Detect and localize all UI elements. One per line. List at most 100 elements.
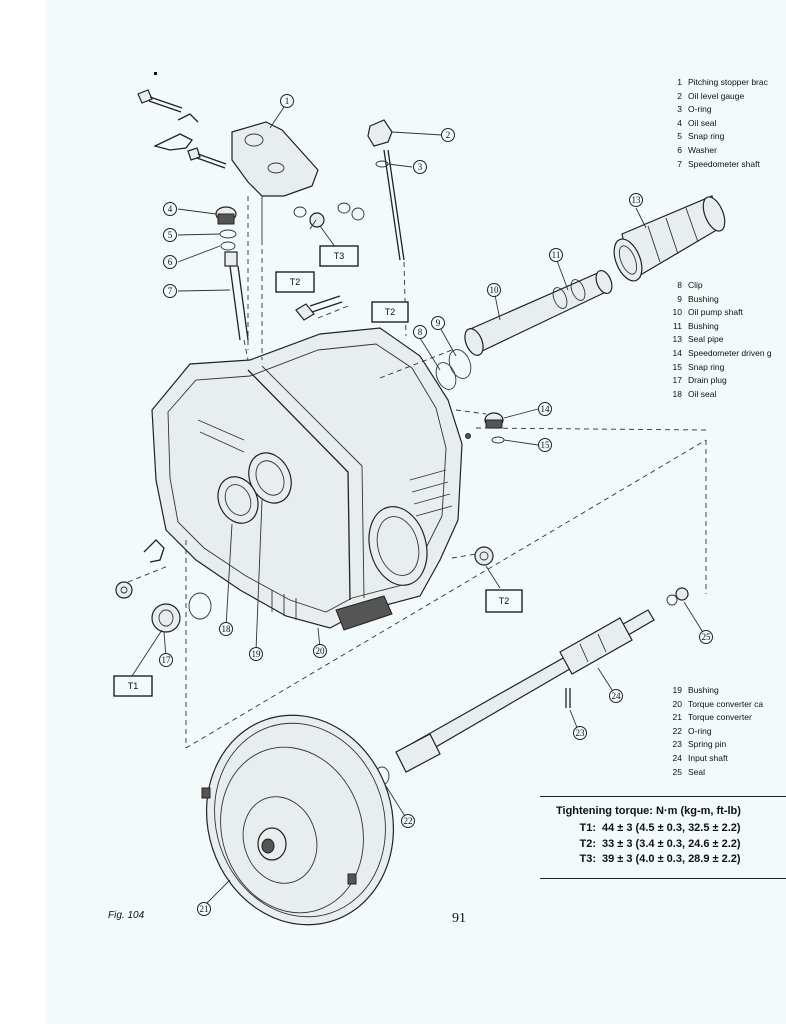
svg-text:13: 13 <box>632 195 642 205</box>
svg-text:23: 23 <box>576 728 586 738</box>
callout-8: 8 <box>413 325 427 339</box>
callout-7: 7 <box>163 284 177 298</box>
svg-text:7: 7 <box>168 286 173 296</box>
svg-text:4: 4 <box>168 204 173 214</box>
page-margin-strip <box>0 0 46 1024</box>
svg-text:14: 14 <box>541 404 551 414</box>
callout-19: 19 <box>249 647 263 661</box>
callout-14: 14 <box>538 402 552 416</box>
assembly-guide-lines <box>127 196 707 749</box>
callout-5: 5 <box>163 228 177 242</box>
oil-pump-shaft <box>464 269 613 356</box>
torque-box-t2-right: T2 <box>485 589 523 613</box>
callout-25: 25 <box>699 630 713 644</box>
callout-9: 9 <box>431 316 445 330</box>
svg-text:17: 17 <box>162 655 172 665</box>
oil-level-gauge <box>367 119 405 261</box>
torque-box-t2-upper-left: T2 <box>275 271 315 293</box>
svg-text:8: 8 <box>418 327 423 337</box>
callout-6: 6 <box>163 255 177 269</box>
callout-13: 13 <box>629 193 643 207</box>
svg-text:6: 6 <box>168 257 173 267</box>
seal-pipe <box>613 195 726 282</box>
callout-18: 18 <box>219 622 233 636</box>
svg-text:5: 5 <box>168 230 173 240</box>
torque-box-t2-upper-right: T2 <box>371 301 409 323</box>
callout-23: 23 <box>573 726 587 740</box>
svg-text:T3: T3 <box>334 251 345 261</box>
callout-1: 1 <box>280 94 294 108</box>
callout-2: 2 <box>441 128 455 142</box>
callout-3: 3 <box>413 160 427 174</box>
callout-22: 22 <box>401 814 415 828</box>
torque-row-t3: T3:39 ± 3 (4.0 ± 0.3, 28.9 ± 2.2) <box>579 853 741 865</box>
torque-table-title: Tightening torque: N·m (kg-m, ft-lb) <box>556 805 741 817</box>
svg-text:T2: T2 <box>290 277 301 287</box>
svg-text:3: 3 <box>418 162 423 172</box>
svg-text:19: 19 <box>252 649 262 659</box>
torque-row-t1: T1:44 ± 3 (4.5 ± 0.3, 32.5 ± 2.2) <box>579 822 741 834</box>
svg-text:T1: T1 <box>128 681 139 691</box>
drain-plug-parts <box>115 539 212 633</box>
svg-text:18: 18 <box>222 624 232 634</box>
bracket-bolt-lower <box>187 147 227 169</box>
torque-box-t3: T3 <box>319 245 359 267</box>
torque-converter <box>201 714 395 926</box>
speedometer-shaft-stack <box>215 206 249 361</box>
speedometer-driven-gear <box>465 412 505 444</box>
svg-text:20: 20 <box>316 646 326 656</box>
svg-text:9: 9 <box>436 318 441 328</box>
svg-text:1: 1 <box>285 96 290 106</box>
t2-bolt-left <box>295 295 343 321</box>
bracket-clip <box>153 113 199 151</box>
svg-text:15: 15 <box>541 440 551 450</box>
clip-and-bushing <box>435 349 472 390</box>
svg-text:24: 24 <box>612 691 622 701</box>
bracket-bolt-top <box>137 89 183 113</box>
callout-10: 10 <box>487 283 501 297</box>
svg-text:2: 2 <box>446 130 451 140</box>
svg-text:25: 25 <box>702 632 712 642</box>
svg-text:22: 22 <box>404 816 413 826</box>
callout-15: 15 <box>538 438 552 452</box>
callout-11: 11 <box>549 248 563 262</box>
page-number: 91 <box>452 911 466 926</box>
svg-text:10: 10 <box>490 285 500 295</box>
svg-text:T2: T2 <box>385 307 396 317</box>
print-speck <box>154 72 157 75</box>
callout-24: 24 <box>609 689 623 703</box>
callout-leaders <box>131 106 705 907</box>
callout-4: 4 <box>163 202 177 216</box>
torque-box-t1: T1 <box>113 675 153 697</box>
callout-17: 17 <box>159 653 173 667</box>
tightening-torque-table: Tightening torque: N·m (kg-m, ft-lb) T1:… <box>540 796 786 879</box>
torque-row-t2: T2:33 ± 3 (3.4 ± 0.3, 24.6 ± 2.2) <box>579 837 741 850</box>
callout-20: 20 <box>313 644 327 658</box>
svg-text:11: 11 <box>552 250 561 260</box>
